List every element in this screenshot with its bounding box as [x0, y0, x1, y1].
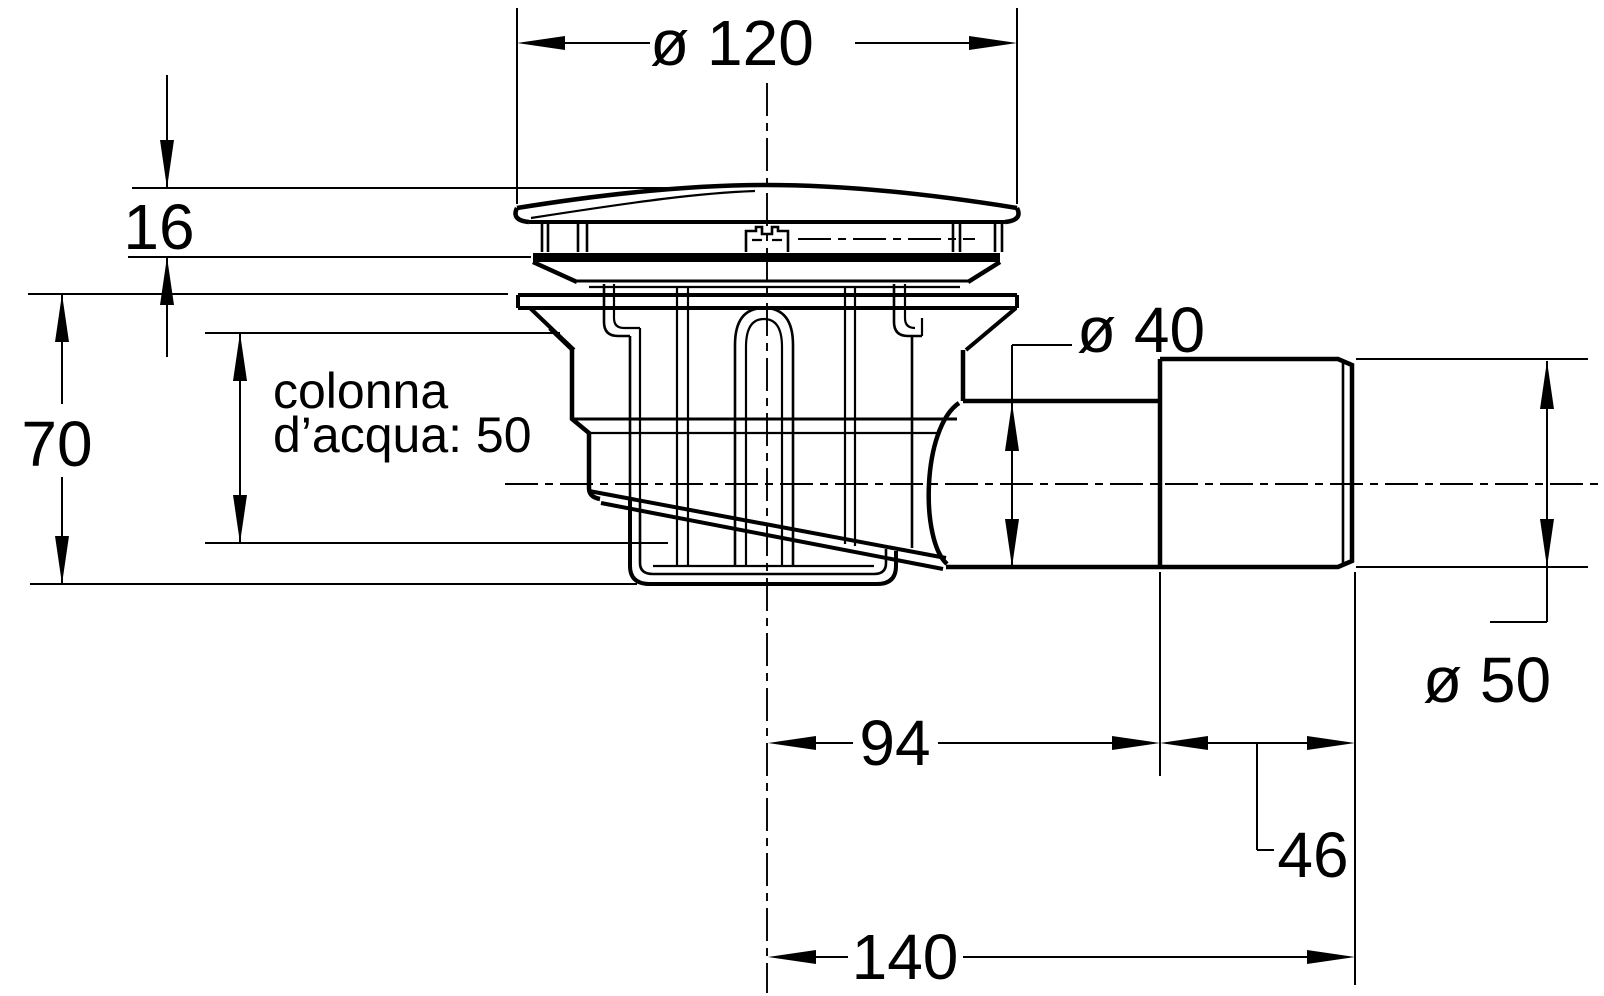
drain-cover-cap — [513, 182, 1021, 252]
dim-label-dia50: ø 50 — [1423, 644, 1551, 716]
dim-dia50: ø 50 — [1356, 358, 1588, 716]
outlet-pipe — [946, 398, 1160, 570]
clamp-ring — [532, 253, 1002, 289]
dim-label-94: 94 — [859, 707, 930, 779]
dim-dia40: ø 40 — [1005, 294, 1205, 567]
dim-label-46: 46 — [1277, 819, 1348, 891]
dim-water-column: colonna d’acqua: 50 — [205, 332, 668, 544]
dim-140: 140 — [768, 572, 1356, 993]
dim-70: 70 — [21, 293, 637, 585]
overflow-standpipe — [733, 306, 795, 566]
dim-label-water-column-1: colonna — [273, 363, 448, 419]
dim-label-140: 140 — [852, 921, 959, 993]
dim-label-16: 16 — [123, 191, 194, 263]
cap-fixing-bolt — [744, 225, 790, 252]
dim-16: 16 — [123, 75, 703, 357]
pipe-sleeve — [1157, 356, 1355, 570]
dim-label-dia40: ø 40 — [1077, 294, 1205, 366]
dim-label-70: 70 — [21, 408, 92, 480]
dim-dia120: ø 120 — [516, 7, 1018, 204]
dim-46: 46 — [1160, 736, 1355, 891]
dim-label-water-column-2: d’acqua: 50 — [273, 407, 532, 463]
dim-label-dia120: ø 120 — [650, 7, 814, 79]
trap-cup — [628, 499, 898, 586]
inner-basket — [602, 284, 924, 566]
dim-94: 94 — [768, 572, 1161, 779]
